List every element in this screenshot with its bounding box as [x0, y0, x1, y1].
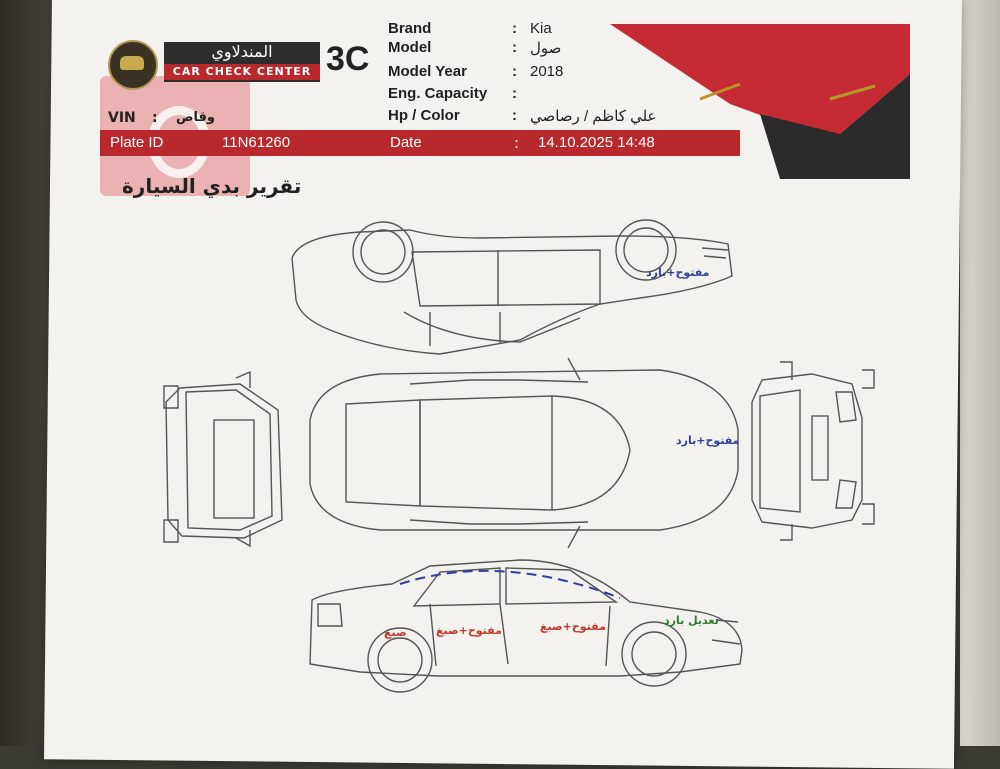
info-label: Model Year [388, 63, 467, 80]
note-upper-view: مفتوح+بارد [646, 266, 710, 279]
note-top-view: مفتوح+بارد [676, 434, 740, 447]
note-side-door-front: مفتوح+صبغ [540, 620, 606, 633]
company-logo [108, 40, 158, 90]
car-body-diagram [163, 219, 875, 693]
info-value: علي كاظم / رصاصي [530, 108, 657, 125]
vin-label: VIN [108, 110, 136, 126]
info-value: 2018 [530, 63, 564, 80]
note-rear-side: تعديل بارد [664, 614, 719, 627]
note-side-door-rear: مفتوح+صبغ [436, 624, 502, 637]
brand-name-english: CAR CHECK CENTER [164, 64, 320, 80]
corner-graphic [610, 24, 910, 179]
info-value: Kia [530, 20, 552, 37]
background-right [960, 0, 1000, 746]
info-label: Brand [388, 20, 432, 37]
plate-value: 11N61260 [222, 134, 291, 151]
car-front-view [751, 361, 875, 541]
report-title: تقرير بدي السيارة [122, 174, 302, 198]
brand-box: المندلاوي CAR CHECK CENTER [164, 42, 320, 82]
brand-name-arabic: المندلاوي [211, 42, 273, 61]
date-label: Date [390, 134, 422, 151]
note-side-paint: صبغ [384, 626, 407, 639]
date-value: 14.10.2025 14:48 [538, 134, 655, 151]
info-label: Eng. Capacity [388, 85, 488, 102]
info-value: صول [530, 40, 562, 57]
info-label: Model [388, 39, 432, 56]
car-rear-view [163, 370, 283, 548]
vin-value: وقاص [176, 110, 215, 125]
info-label: Hp / Color [388, 107, 460, 124]
car-side-view-upper [291, 219, 733, 355]
car-top-view [309, 357, 739, 549]
plate-label: Plate ID [110, 134, 164, 151]
brand-badge: 3C [326, 40, 370, 78]
plate-date-bar [100, 130, 740, 156]
car-side-view-lower [309, 559, 743, 693]
